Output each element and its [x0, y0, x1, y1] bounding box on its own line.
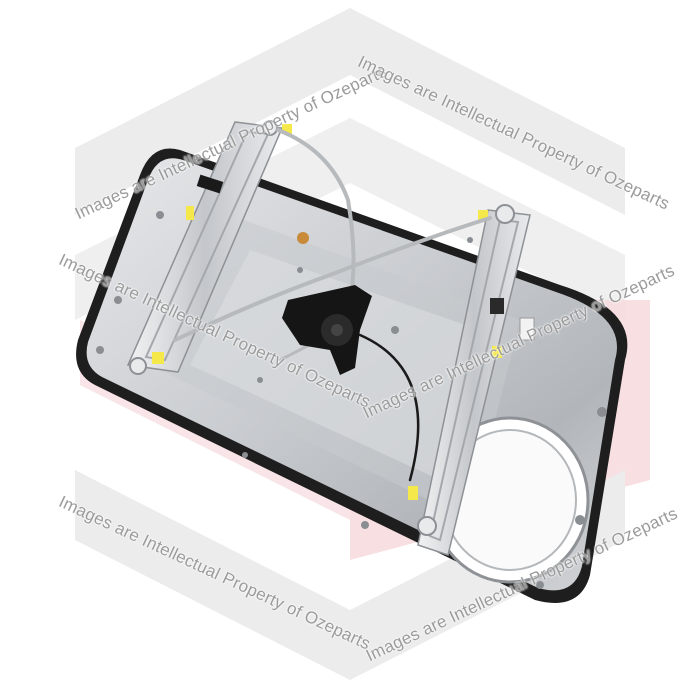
regulator-motor: [282, 285, 372, 375]
left-regulator-rail: [126, 120, 292, 375]
right-regulator-rail: [408, 204, 535, 556]
